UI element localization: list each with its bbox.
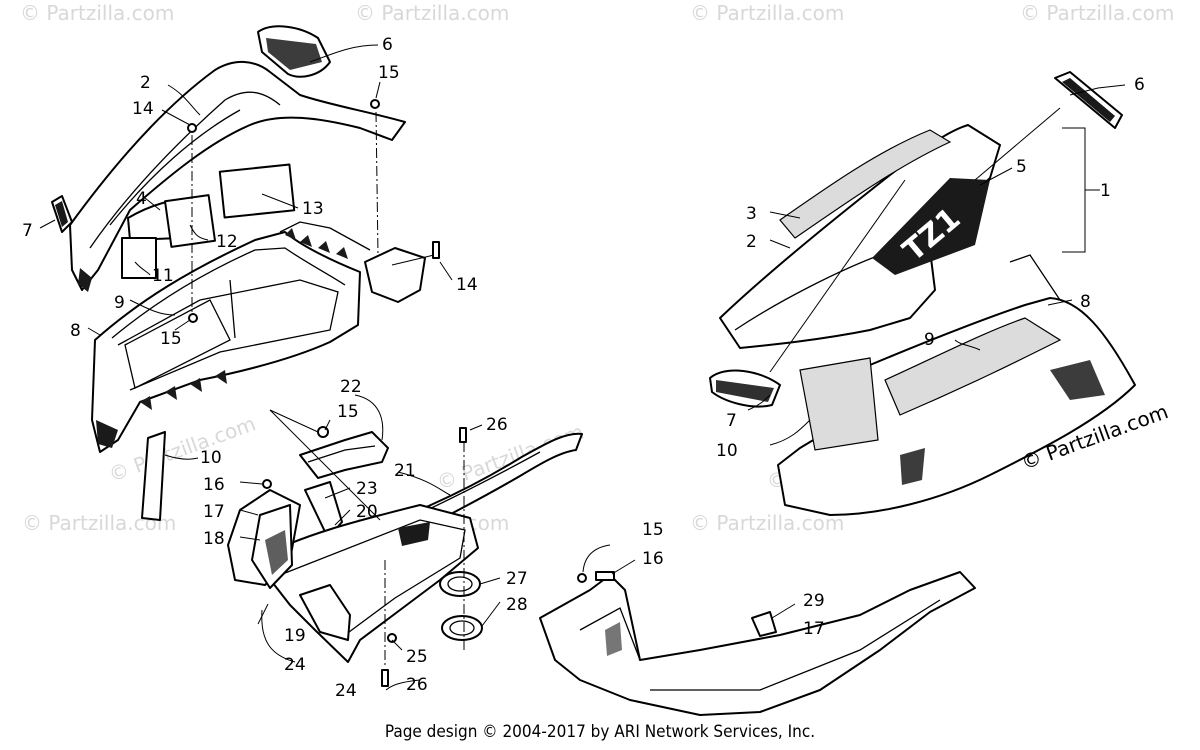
- callout-label: 3: [746, 204, 757, 224]
- callout-label: 21: [394, 461, 416, 481]
- callout-label: 19: [284, 626, 306, 646]
- callout-label: 2: [140, 73, 151, 93]
- callout-label: 20: [356, 502, 378, 522]
- callout-label: 16: [642, 549, 664, 569]
- callout-label: 7: [726, 411, 737, 431]
- callout-label: 26: [486, 415, 508, 435]
- callout-label: 25: [406, 647, 428, 667]
- callout-label: 7: [22, 221, 33, 241]
- callout-label: 24: [335, 681, 357, 701]
- callout-label: 15: [642, 520, 664, 540]
- callout-label: 9: [114, 293, 125, 313]
- callout-label: 6: [382, 35, 393, 55]
- callout-label: 9: [924, 330, 935, 350]
- callout-label: 26: [406, 675, 428, 695]
- callout-label: 14: [132, 99, 154, 119]
- callout-label: 2: [746, 232, 757, 252]
- callout-label: 27: [506, 569, 528, 589]
- callout-label: 10: [716, 441, 738, 461]
- callout-label: 11: [152, 266, 174, 286]
- callout-label: 6: [1134, 75, 1145, 95]
- lower-assembly-left: [227, 409, 583, 687]
- callout-label: 8: [70, 321, 81, 341]
- watermark-text: © Partzilla.com: [20, 1, 174, 25]
- callout-label: 15: [160, 329, 182, 349]
- leader-lines: [39, 44, 1126, 691]
- callout-label: 28: [506, 595, 528, 615]
- watermark-text: © Partzilla.com: [690, 1, 844, 25]
- callout-label: 12: [216, 232, 238, 252]
- callout-label: 15: [378, 63, 400, 83]
- lower-assembly-right: [539, 571, 976, 716]
- callout-label: 23: [356, 479, 378, 499]
- watermark-text: © Partzilla.com: [1020, 1, 1174, 25]
- callout-label: 17: [203, 502, 225, 522]
- page-footer: Page design © 2004-2017 by ARI Network S…: [384, 722, 816, 742]
- callout-label: 4: [136, 189, 147, 209]
- hood-assembly-left: [51, 25, 440, 521]
- callout-labels: 6 15 2 14 4 13 7 12 11 14 9 8 15 10 22 1…: [22, 35, 1145, 701]
- watermark-text: © Partzilla.com: [434, 419, 587, 494]
- callout-label: 16: [203, 475, 225, 495]
- callout-label: 8: [1080, 292, 1091, 312]
- callout-label: 24: [284, 655, 306, 675]
- callout-label: 13: [302, 199, 324, 219]
- callout-label: 18: [203, 529, 225, 549]
- callout-label: 14: [456, 275, 478, 295]
- callout-label: 15: [337, 402, 359, 422]
- watermark-text: © Partzilla.com: [690, 511, 844, 535]
- callout-label: 22: [340, 377, 362, 397]
- callout-label: 17: [803, 619, 825, 639]
- callout-label: 29: [803, 591, 825, 611]
- callout-label: 10: [200, 448, 222, 468]
- watermark-text: © Partzilla.com: [355, 1, 509, 25]
- callout-label: 5: [1016, 157, 1027, 177]
- callout-label: 1: [1100, 181, 1111, 201]
